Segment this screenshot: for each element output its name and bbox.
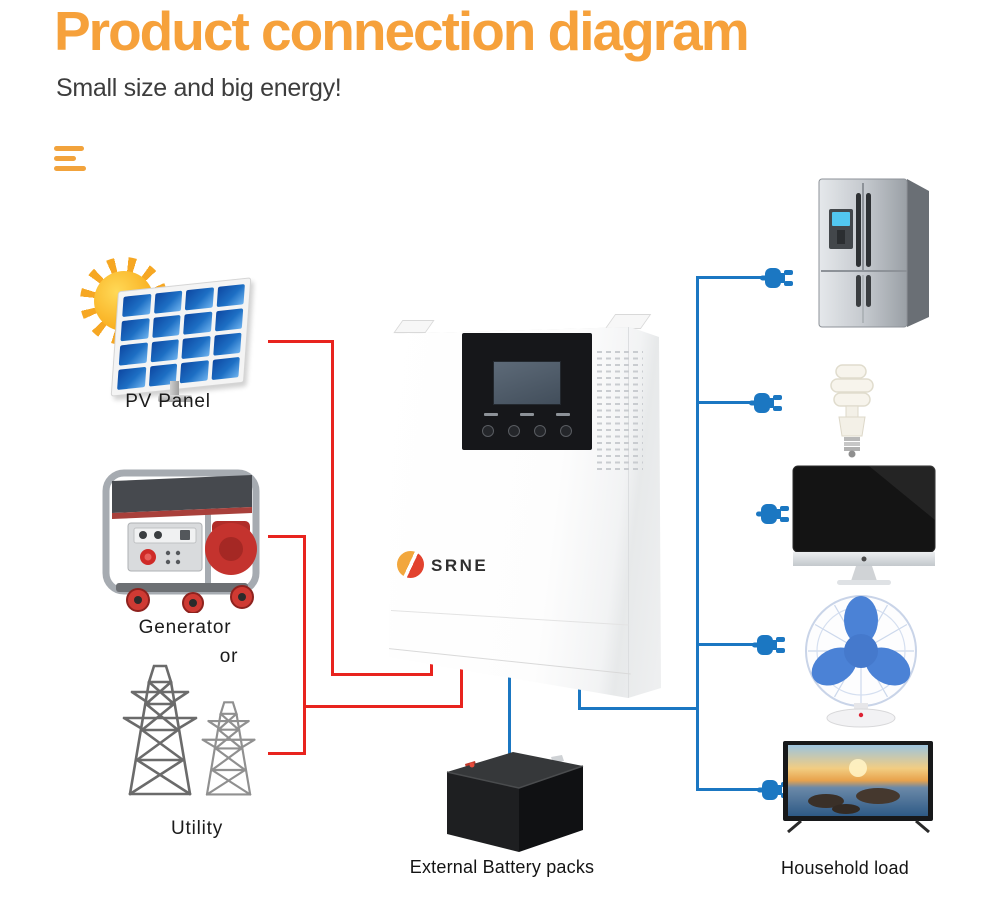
hamburger-icon	[54, 146, 88, 174]
pv-line-bottom	[331, 673, 433, 676]
output-line-horizontal	[578, 707, 699, 710]
ac-input-branch	[303, 705, 463, 708]
table-fan-icon	[805, 595, 917, 728]
srne-brand-text: SRNE	[431, 556, 489, 575]
generator-line	[268, 535, 306, 538]
battery-icon	[446, 752, 584, 852]
inverter-buttons	[482, 425, 572, 437]
power-plug-icon	[756, 504, 789, 524]
pv-panel-label: PV Panel	[125, 391, 211, 412]
computer-monitor-icon	[792, 465, 936, 585]
utility-line	[268, 752, 306, 755]
power-plug-icon	[752, 635, 785, 655]
pv-line-uptick	[430, 660, 433, 676]
generator-icon	[102, 469, 260, 613]
fridge-branch	[696, 276, 762, 279]
battery-line	[508, 676, 511, 756]
output-line-vertical	[578, 686, 581, 710]
fan-branch	[696, 643, 756, 646]
inverter-mount-ear	[393, 320, 435, 333]
power-plug-icon	[749, 393, 782, 413]
bulb-branch	[696, 401, 752, 404]
lcd-screen	[493, 361, 561, 405]
television-icon	[783, 741, 933, 834]
srne-logo-icon	[397, 551, 424, 578]
household-label: Household load	[781, 858, 909, 878]
pv-line-horizontal	[268, 340, 334, 343]
transmission-tower-icon	[122, 664, 256, 796]
page-title: Product connection diagram	[54, 0, 750, 62]
refrigerator-icon	[818, 178, 929, 328]
tv-branch	[696, 788, 760, 791]
utility-label: Utility	[170, 818, 224, 839]
gen-utility-vertical	[303, 535, 306, 755]
generator-label: Generator	[138, 617, 232, 638]
inverter-display-panel	[462, 333, 592, 450]
page-subtitle: Small size and big energy!	[56, 74, 342, 102]
battery-label: External Battery packs	[409, 857, 595, 877]
power-plug-icon	[760, 268, 793, 288]
solar-panel-icon	[72, 253, 252, 403]
vent-grille-icon	[597, 351, 643, 470]
ac-input-uptick	[460, 666, 463, 708]
inverter-mount-ear	[604, 314, 652, 329]
inverter-icon: SRNE	[389, 327, 661, 698]
or-label: or	[219, 646, 239, 667]
light-bulb-icon	[830, 364, 874, 458]
household-trunk	[696, 277, 699, 791]
pv-line-vertical	[331, 340, 334, 676]
